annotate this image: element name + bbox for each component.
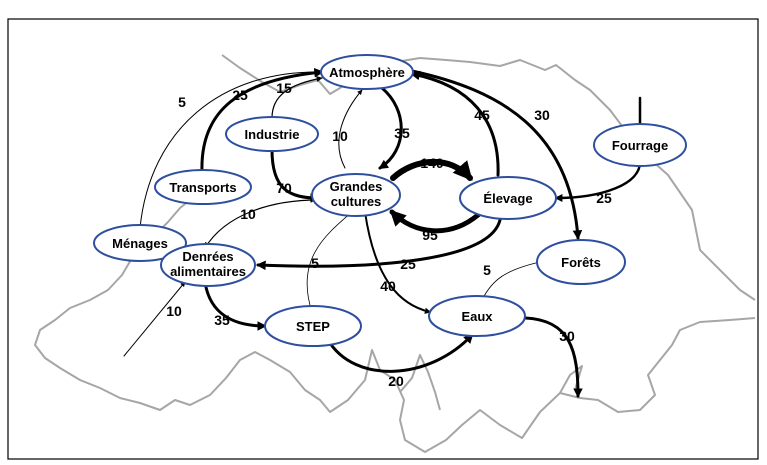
label-menages: Ménages [112,236,168,251]
label-grandes: Grandes [330,179,383,194]
flow-label-elevage-atmosphere: 45 [474,107,490,123]
edge-denrees-step [203,280,267,331]
label-denrees: Denrées [182,249,233,264]
flow-label-atmosphere-forets: 30 [534,107,550,123]
flow-label-atmosphere-cultures: 35 [394,125,410,141]
edge-forets-eaux [481,261,541,301]
flow-label-menages-atmosphere: 5 [178,94,186,110]
label-atmosphere: Atmosphère [329,65,405,80]
node-grandes-cultures [311,173,401,217]
flow-label-import-denrees: 10 [166,303,182,319]
edge-industrie-atmosphere [271,76,323,119]
edge-cultures-eaux [364,211,432,314]
label-elevage: Élevage [483,191,532,206]
edge-cultures-elevage [390,158,473,181]
label-fourrage: Fourrage [612,138,668,153]
flow-label-industrie-atmosphere: 15 [276,80,292,96]
flow-label-cultures-denrees: 10 [240,206,256,222]
node-menages [93,224,187,262]
node-elevage [459,176,557,220]
node-eaux [428,295,526,337]
label-alimentaires: alimentaires [170,264,246,279]
edge-step-eaux [326,333,474,373]
node-denrees-alimentaires [160,243,256,287]
flow-label-cultures-elevage: 140 [420,155,444,171]
label-cultures: cultures [331,194,382,209]
node-transports [154,169,252,205]
label-eaux: Eaux [461,309,493,324]
edge-cultures-atmosphere [338,89,363,169]
flow-label-step-eaux: 20 [388,373,404,389]
flow-label-transports-atmosphere: 25 [232,87,248,103]
edge-cultures-denrees [204,199,319,249]
label-forets: Forêts [561,255,601,270]
flow-label-step-cultures: 5 [311,255,319,271]
flow-label-cultures-eaux: 40 [380,278,396,294]
flow-label-industrie-cultures: 70 [276,180,292,196]
edge-elevage-denrees [256,218,502,271]
node-fourrage [593,123,687,167]
edge-eaux-out [523,316,583,398]
edge-menages-atmosphere [139,69,323,229]
edge-transports-atmosphere [200,67,324,174]
edge-industrie-cultures [270,148,320,203]
edge-import-denrees [123,281,186,357]
label-transports: Transports [169,180,236,195]
label-step: STEP [296,319,330,334]
node-industrie [225,116,319,152]
flow-label-forets-eaux: 5 [483,262,491,278]
node-step [264,305,362,347]
edge-atmosphere-cultures [378,86,403,170]
edge-elevage-atmosphere [410,70,500,177]
flow-label-denrees-step: 35 [214,312,230,328]
flow-label-fourrage-elevage: 25 [596,190,612,206]
node-forets [536,239,626,285]
node-atmosphere [320,54,414,90]
edge-step-cultures [306,211,353,313]
flow-label-cultures-atmosphere: 10 [332,128,348,144]
edge-atmosphere-forets [410,69,583,240]
edge-elevage-cultures [389,209,481,234]
flow-label-eaux-out: 30 [559,328,575,344]
flow-label-elevage-denrees: 25 [400,256,416,272]
label-industrie: Industrie [245,127,300,142]
flow-label-elevage-cultures: 95 [422,227,438,243]
frame-border [7,18,759,460]
